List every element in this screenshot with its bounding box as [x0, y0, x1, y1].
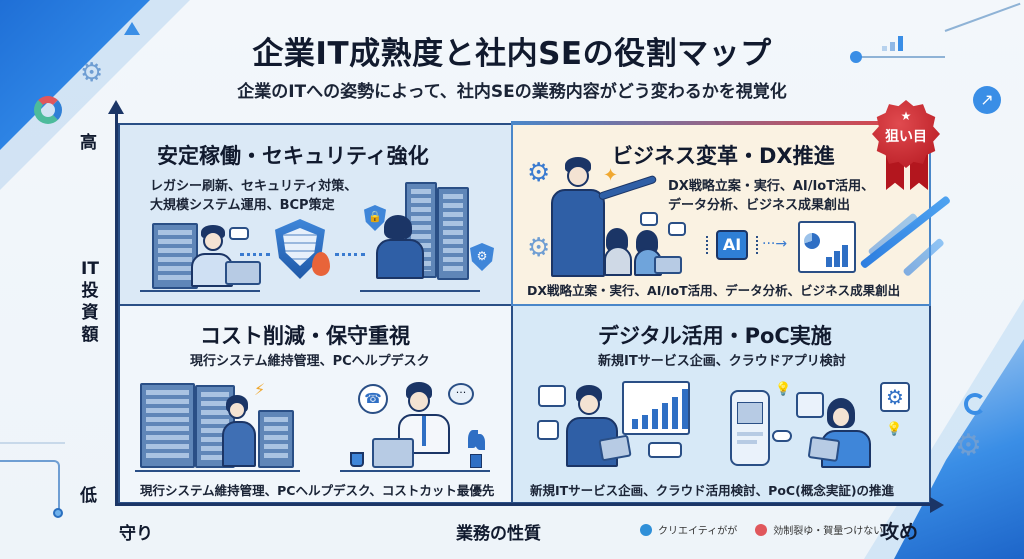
gear-icon: ⚙ — [527, 233, 551, 263]
server-rack-illustration — [258, 410, 294, 468]
lock-shield-icon: 🔒 — [364, 205, 386, 231]
target-ribbon-badge: ★ 狙い目 — [872, 100, 940, 192]
x-axis-title: 業務の性質 — [456, 524, 541, 544]
circuit-node — [53, 508, 63, 518]
desk-line — [135, 470, 300, 472]
gear-bubble-icon: ⚙ — [880, 382, 910, 412]
desk-line — [360, 290, 480, 292]
y-axis-high-label: 高 — [80, 133, 97, 153]
loading-ring-icon — [964, 393, 986, 415]
chat-bubble-icon — [668, 222, 686, 236]
server-tower-illustration — [437, 187, 469, 280]
growth-chart-screen-icon — [622, 381, 690, 435]
analytics-dashboard-icon — [798, 221, 856, 273]
lightbulb-icon: 💡 — [886, 422, 903, 437]
star-icon: ★ — [900, 109, 912, 123]
desk-line — [340, 470, 490, 472]
gear-icon-right: ⚙ — [955, 428, 982, 463]
quadrant-top-right-highlight-bar — [511, 121, 891, 125]
quadrant-footer: 新規ITサービス企画、クラウド活用検討、PoC(概念実証)の推進 — [530, 483, 895, 498]
lightning-icon: ⚡ — [254, 380, 266, 399]
quadrant-desc-line2: 大規模システム運用、BCP策定 — [150, 198, 335, 213]
gear-icon: ⚙ — [527, 158, 551, 188]
page-title: 企業IT成熟度と社内SEの役割マップ — [252, 36, 772, 72]
quadrant-footer: DX戦略立案・実行、AI/IoT活用、データ分析、ビジネス成果創出 — [527, 283, 901, 298]
quadrant-desc-line1: DX戦略立案・実行、AI/IoT活用、 — [668, 179, 875, 194]
legend-label: 効制裂ゆ・賀量つけない — [773, 526, 884, 537]
x-axis-arrow-icon — [930, 497, 944, 513]
quadrant-desc-line1: レガシー刷新、セキュリティ対策、 — [150, 179, 358, 194]
quadrant-desc: 新規ITサービス企画、クラウドアプリ検討 — [598, 354, 846, 369]
quadrant-desc: 現行システム維持管理、PCヘルプデスク — [190, 354, 430, 369]
x-axis-left-label: 守り — [119, 524, 153, 544]
legend: クリエイティがが 効制裂ゆ・賀量つけない — [640, 522, 883, 537]
ribbon-tail — [910, 154, 928, 190]
edit-document-bubble-icon — [796, 392, 824, 418]
page-subtitle: 企業のITへの姿勢によって、社内SEの業務内容がどう変わるかを視覚化 — [237, 82, 787, 102]
badge-label: 狙い目 — [885, 129, 927, 145]
x-axis-line — [115, 503, 935, 506]
quadrant-title-cost-reduction: コスト削減・保守重視 — [200, 324, 410, 348]
x-axis-right-label: 攻め — [880, 521, 919, 543]
connection-dots — [335, 253, 365, 256]
quadrant-footer: 現行システム維持管理、PCヘルプデスク、コストカット最優先 — [140, 483, 495, 498]
triangle-icon — [124, 22, 140, 35]
plant-icon — [466, 430, 486, 468]
chip-pins — [706, 236, 758, 254]
quadrant-desc-line2: データ分析、ビジネス成果創出 — [668, 198, 851, 213]
document-bubble-icon — [538, 385, 566, 407]
legend-dot-red-icon — [755, 523, 768, 536]
gear-icon: ⚙ — [80, 58, 104, 88]
smartphone-app-icon — [730, 390, 770, 466]
cloud-icon — [772, 430, 792, 442]
bar-chart-bubble-icon — [537, 420, 559, 440]
quadrant-title-stability-security: 安定稼働・セキュリティ強化 — [157, 144, 429, 168]
legend-dot-blue-icon — [640, 523, 652, 536]
ai-chip-icon: AI — [716, 230, 748, 260]
server-rack-illustration — [140, 383, 195, 468]
circuit-line-bottom-left-2 — [0, 460, 60, 510]
circuit-node — [850, 51, 862, 63]
ellipsis-bubble-icon: ··· — [448, 383, 474, 405]
legend-item-constraint: 効制裂ゆ・賀量つけない — [755, 522, 883, 537]
message-bubble-icon — [648, 442, 682, 458]
chat-bubble-icon — [640, 212, 658, 226]
legend-label: クリエイティがが — [658, 526, 738, 537]
sparkle-icon: ✦ — [603, 165, 619, 186]
circuit-line-bottom-left — [0, 442, 65, 444]
connection-dots — [240, 253, 270, 256]
signal-bars-icon — [882, 35, 906, 51]
y-axis-arrow-icon — [108, 100, 124, 114]
phone-call-bubble-icon: ☎ — [358, 384, 388, 414]
arrow-right-icon: ···→ — [762, 236, 788, 252]
trend-chart-icon: ↗ — [973, 86, 1001, 114]
circuit-line-top-right — [855, 56, 945, 58]
chat-bubble-icon — [229, 227, 249, 240]
quadrant-title-digital-poc: デジタル活用・PoC実施 — [598, 324, 832, 348]
quadrant-title-dx-transformation: ビジネス変革・DX推進 — [612, 144, 835, 168]
y-axis-title: IT投資額 — [81, 259, 99, 345]
legend-item-creative: クリエイティがが — [640, 522, 737, 537]
y-axis-line — [115, 108, 118, 505]
donut-chart-icon — [34, 96, 62, 124]
fire-icon — [312, 252, 330, 276]
lightbulb-icon: 💡 — [775, 382, 792, 397]
laptop-icon — [372, 438, 414, 468]
desk-line — [140, 290, 260, 292]
coffee-mug-icon — [350, 452, 364, 467]
y-axis-low-label: 低 — [80, 486, 97, 506]
